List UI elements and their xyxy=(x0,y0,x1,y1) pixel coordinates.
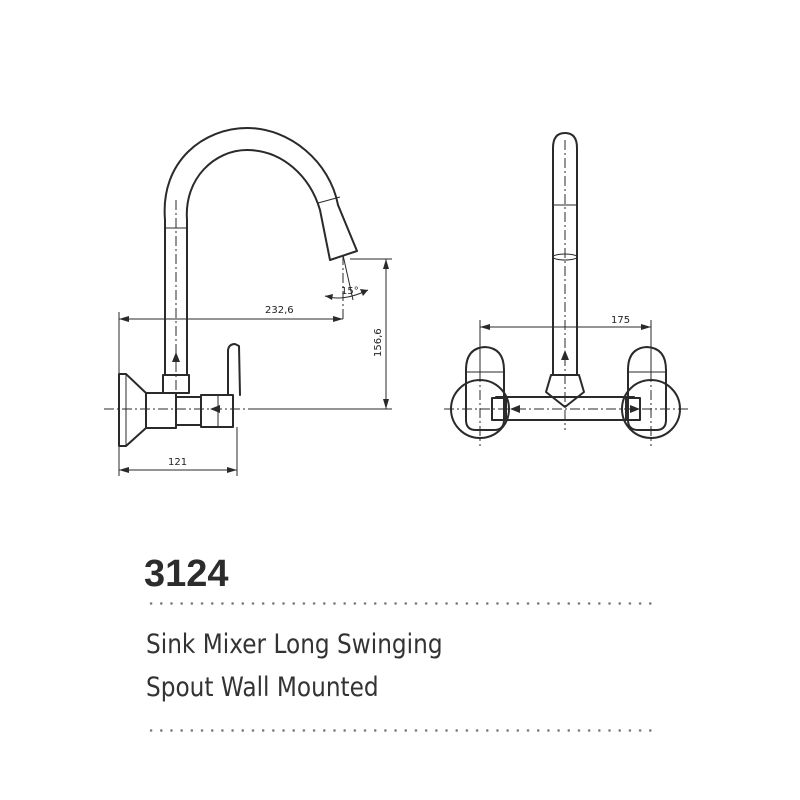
angle-arrow xyxy=(360,289,368,296)
reach-dimension-label: 232,6 xyxy=(265,305,294,316)
product-description-line-2: Spout Wall Mounted xyxy=(146,672,379,703)
dim-arrow xyxy=(383,399,389,409)
dotted-divider-bottom xyxy=(146,729,656,732)
dim-arrow xyxy=(383,259,389,269)
flow-arrow xyxy=(561,350,569,360)
product-description-line-1: Sink Mixer Long Swinging xyxy=(146,629,443,660)
spout-inner-curve xyxy=(185,149,321,221)
lever-handle xyxy=(227,343,241,396)
angle-line xyxy=(342,254,354,301)
spray-head xyxy=(319,204,358,261)
valve-cap xyxy=(200,394,234,428)
height-dimension-label: 156,6 xyxy=(373,328,384,357)
dim-arrow xyxy=(119,316,129,322)
right-handle xyxy=(627,346,667,431)
front-view: 175 xyxy=(444,132,690,446)
spout-base-funnel xyxy=(545,374,585,408)
spray-head-joint xyxy=(317,196,341,204)
model-number: 3124 xyxy=(144,553,229,595)
valve-body xyxy=(175,396,202,426)
projection-dimension-label: 121 xyxy=(168,457,187,468)
flow-arrow-right xyxy=(630,405,640,413)
angle-dimension-label: 15° xyxy=(341,286,359,297)
center-dimension-label: 175 xyxy=(611,315,630,326)
wall-flange xyxy=(118,373,147,447)
flow-arrow xyxy=(172,352,180,362)
dim-arrow xyxy=(641,324,651,330)
dim-arrow xyxy=(227,467,237,473)
technical-drawing: 232,6 15° 156,6 121 xyxy=(104,127,690,476)
dim-arrow xyxy=(119,467,129,473)
dim-arrow xyxy=(480,324,490,330)
dotted-divider-top xyxy=(146,602,656,605)
left-handle xyxy=(465,346,505,431)
flow-arrow-left xyxy=(510,405,520,413)
angle-arrow xyxy=(325,294,333,300)
dim-arrow xyxy=(333,316,343,322)
spout-outer-curve xyxy=(163,127,339,221)
spout-riser xyxy=(552,132,578,376)
side-view: 232,6 15° 156,6 121 xyxy=(104,127,392,476)
connector-body xyxy=(145,392,177,429)
flow-arrow-side xyxy=(210,405,220,413)
